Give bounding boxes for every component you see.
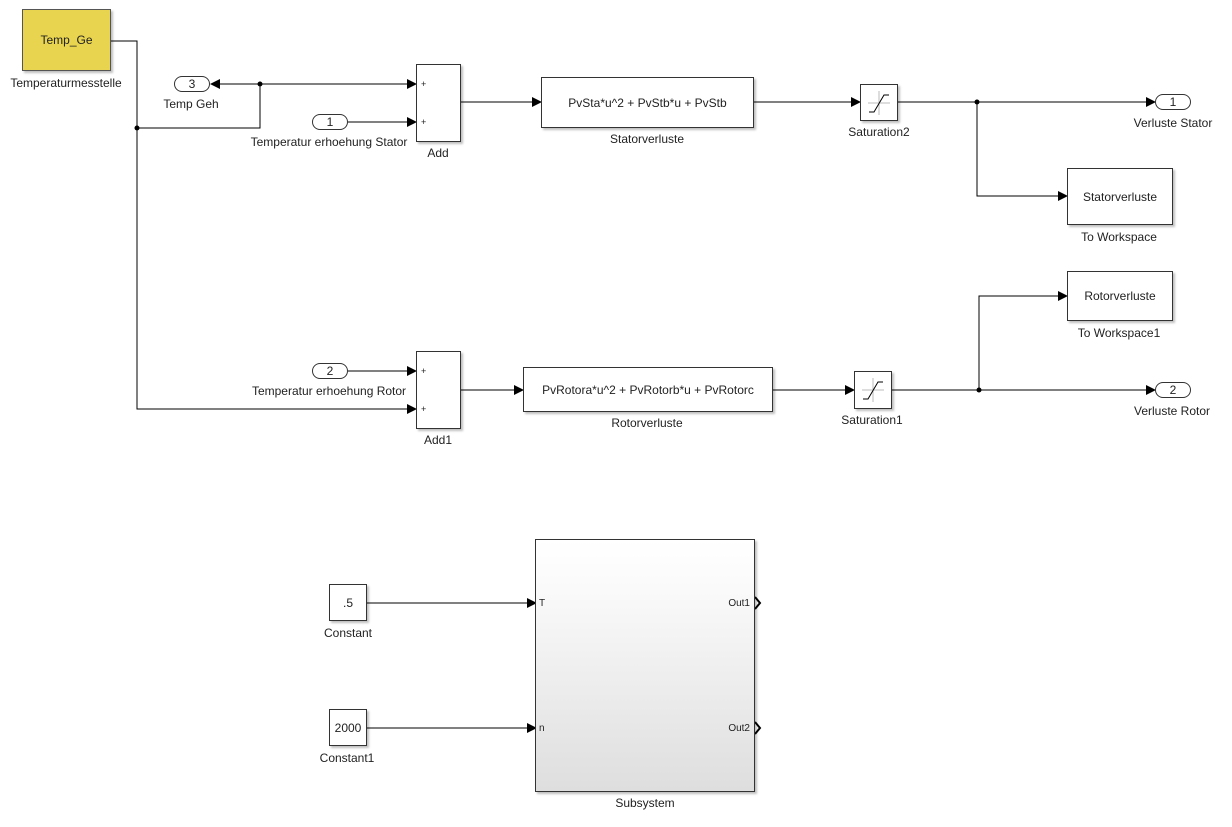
outport-temp-geh[interactable]: 3 [174,76,210,92]
statorverluste-fcn-label: Statorverluste [609,132,685,146]
subsystem-out1: Out1 [728,598,750,609]
junction-dot [974,99,980,105]
temp-ge-text: Temp_Ge [40,33,93,47]
subsystem-out2: Out2 [728,723,750,734]
to-workspace1-varname: Rotorverluste [1084,289,1156,303]
constant-block[interactable]: .5 [329,584,367,621]
add-sign-2: + [421,117,427,127]
subsystem-in-n: n [539,723,545,734]
junction-dot [976,387,982,393]
subsystem-in-t: T [539,598,546,609]
subsystem-out2-port-icon [754,721,762,735]
inport-temperatur-rotor-label: Temperatur erhoehung Rotor [251,384,407,398]
constant-label: Constant [323,626,373,640]
saturation-icon [868,90,890,115]
constant-value: .5 [342,595,353,610]
outport-verluste-rotor-label: Verluste Rotor [1133,404,1211,418]
rotorverluste-expression: PvRotora*u^2 + PvRotorb*u + PvRotorc [542,382,754,397]
to-workspace-label: To Workspace [1081,230,1157,244]
add-label: Add [427,146,449,160]
rotorverluste-fcn-block[interactable]: PvRotora*u^2 + PvRotorb*u + PvRotorc [523,367,773,412]
junction-dot [134,125,140,131]
temp-ge-block[interactable]: Temp_Ge [22,9,111,71]
saturation2-label: Saturation2 [848,125,910,139]
outport-temp-geh-label: Temp Geh [163,97,219,111]
statorverluste-expression: PvSta*u^2 + PvStb*u + PvStb [568,95,727,110]
subsystem-label: Subsystem [615,796,675,810]
inport-temperatur-stator-label: Temperatur erhoehung Stator [250,135,408,149]
saturation1-block[interactable] [854,371,892,409]
inport-temperatur-rotor[interactable]: 2 [312,363,348,379]
add1-sign-1: + [421,366,427,376]
add-block[interactable]: + + [416,64,461,142]
subsystem-out1-port-icon [754,596,762,610]
constant1-label: Constant1 [319,751,375,765]
saturation2-block[interactable] [860,84,898,121]
inport-temperatur-stator[interactable]: 1 [312,114,348,130]
outport-verluste-rotor[interactable]: 2 [1155,382,1191,398]
to-workspace-block[interactable]: Statorverluste [1067,168,1173,225]
wire-sat1-to-workspace1 [978,291,1068,390]
to-workspace1-label: To Workspace1 [1077,326,1161,340]
wire-sat2-to-workspace [976,102,1068,201]
outport-verluste-stator-label: Verluste Stator [1133,116,1213,130]
temp-ge-label: Temperaturmesstelle [10,76,122,90]
to-workspace-varname: Statorverluste [1082,189,1158,204]
add1-block[interactable]: + + [416,351,461,429]
rotorverluste-fcn-label: Rotorverluste [611,416,683,430]
constant1-block[interactable]: 2000 [329,709,367,746]
to-workspace1-block[interactable]: Rotorverluste [1067,271,1173,321]
wire-temp-ge-trunk [111,40,417,414]
saturation1-label: Saturation1 [841,413,903,427]
saturation-icon [862,378,884,402]
add-sign-1: + [421,79,427,89]
wire-temp-branch [137,84,261,129]
add1-sign-2: + [421,404,427,414]
add1-label: Add1 [423,433,453,447]
junction-dot [257,81,263,87]
constant1-value: 2000 [334,720,362,735]
outport-verluste-stator[interactable]: 1 [1155,94,1191,110]
statorverluste-fcn-block[interactable]: PvSta*u^2 + PvStb*u + PvStb [541,77,754,128]
subsystem-block[interactable]: T n Out1 Out2 [535,539,755,792]
